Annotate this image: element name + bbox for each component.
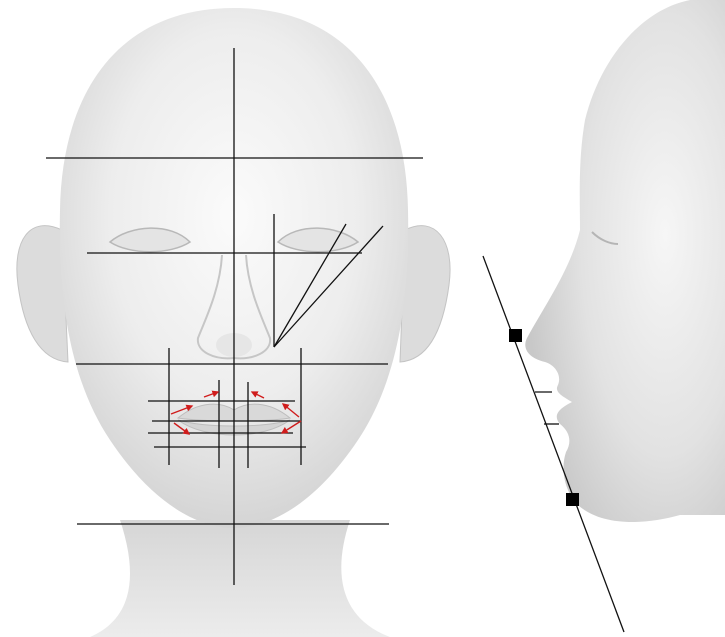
profile-head-shape xyxy=(525,0,725,522)
neck-shape xyxy=(90,520,390,637)
profile-face xyxy=(525,0,725,522)
chin-marker xyxy=(566,493,579,506)
nose-tip-marker xyxy=(509,329,522,342)
